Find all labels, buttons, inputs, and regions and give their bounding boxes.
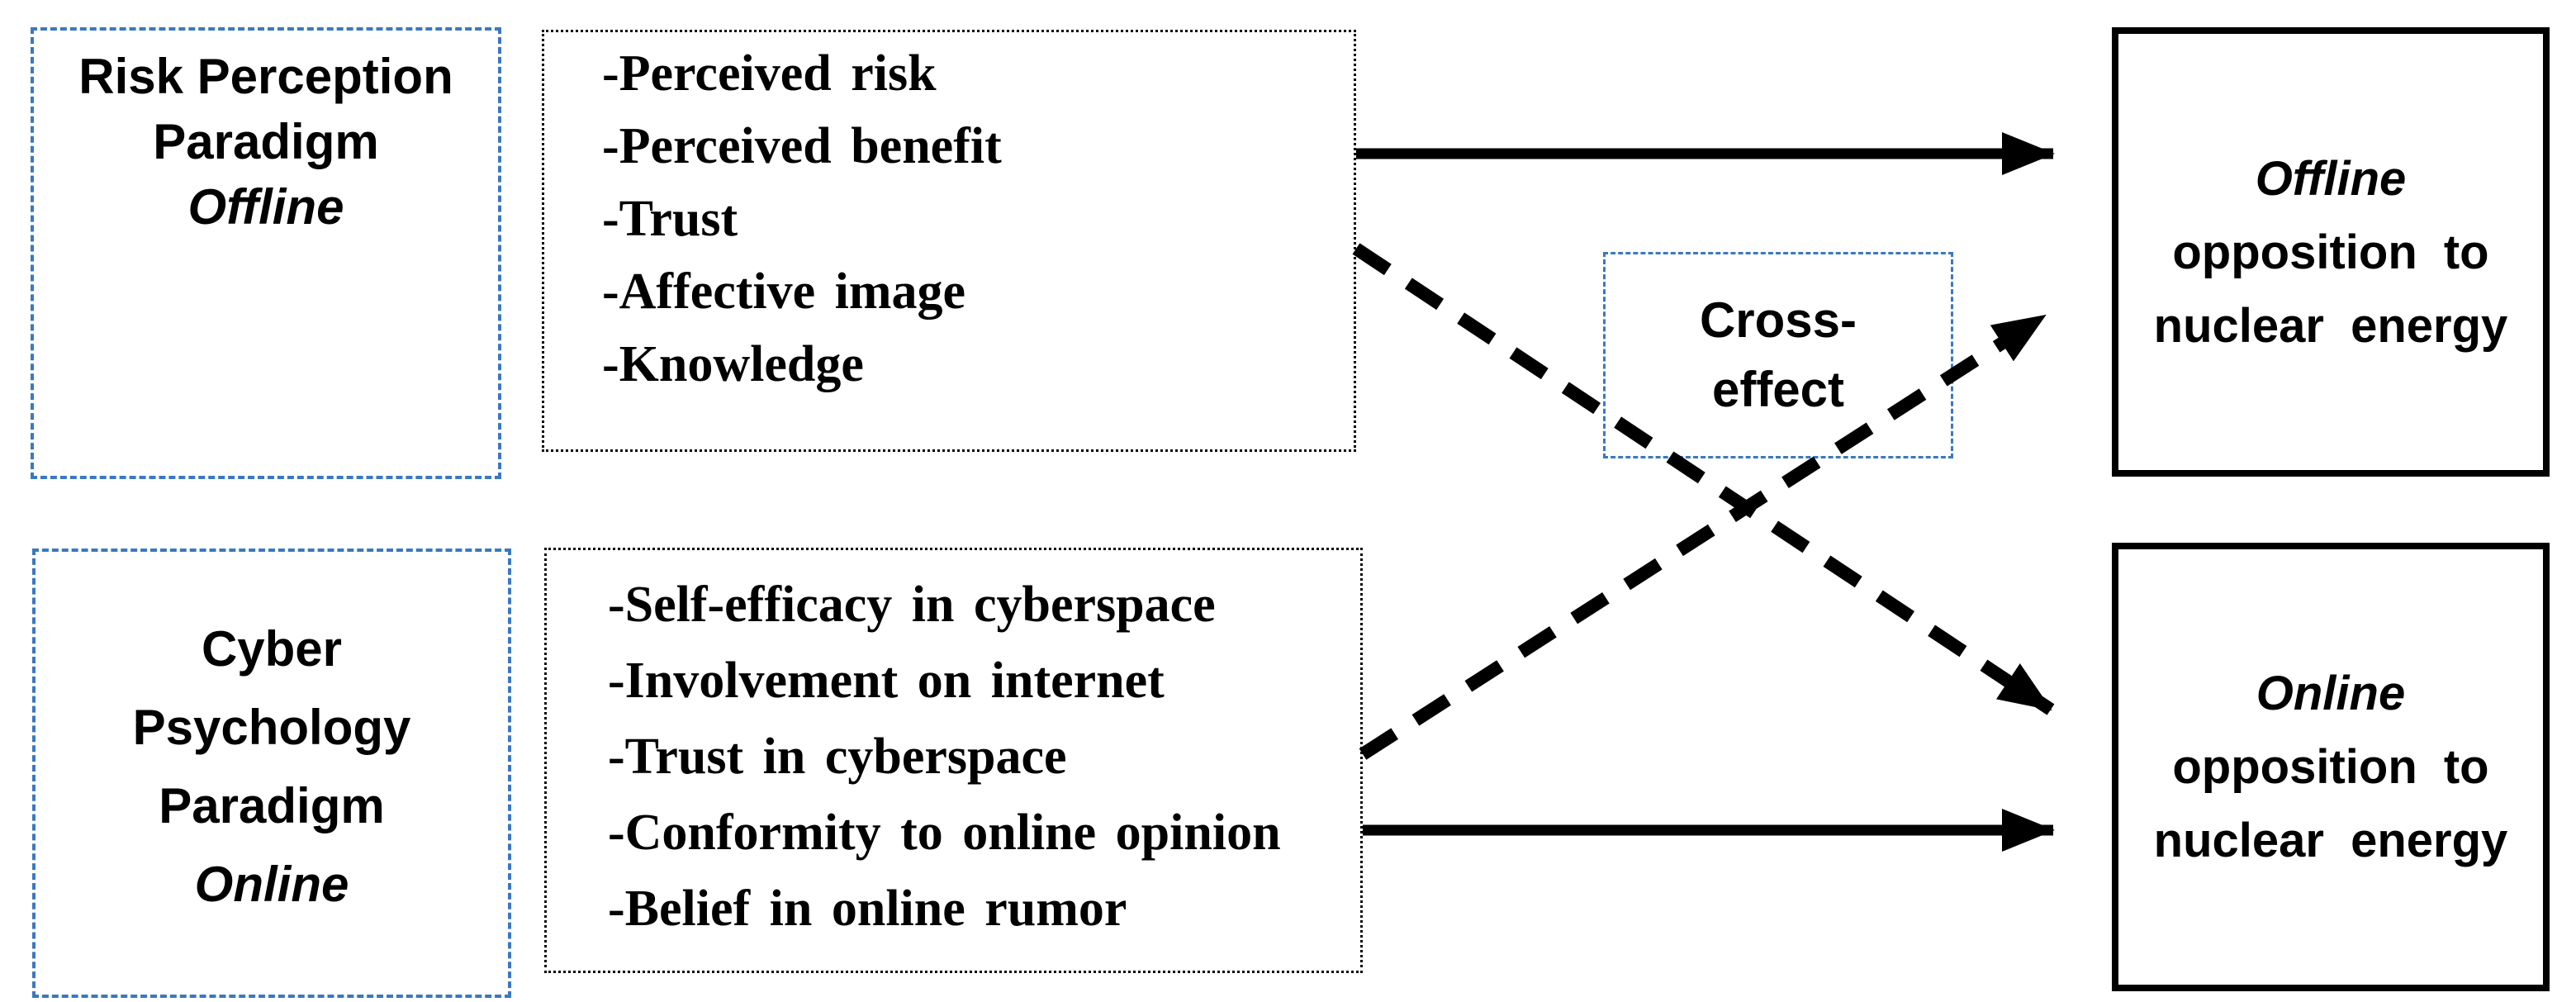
factor-list-item: -Conformity to online opinion	[608, 805, 1281, 861]
offline-opposition-box: Offline opposition to nuclear energy	[2112, 27, 2550, 477]
online-outcome-line2: opposition to	[2172, 740, 2489, 794]
online-factors-box: -Self-efficacy in cyberspace -Involvement…	[544, 548, 1363, 973]
factor-list-item: -Perceived benefit	[602, 118, 1002, 174]
risk-paradigm-line1: Risk Perception	[78, 49, 453, 104]
cross-effect-line2: effect	[1711, 362, 1845, 417]
risk-paradigm-mode-label: Offline	[187, 179, 344, 235]
factor-list-item: -Trust	[602, 191, 738, 247]
cross-effect-box: Cross- effect	[1603, 252, 1953, 458]
cyber-psychology-paradigm-box: Cyber Psychology Paradigm Online	[32, 548, 511, 998]
risk-paradigm-line2: Paradigm	[153, 114, 379, 169]
factor-list-item: -Belief in online rumor	[608, 881, 1127, 937]
offline-factors-box: -Perceived risk -Perceived benefit -Trust -…	[542, 30, 1356, 452]
cyber-paradigm-mode-label: Online	[194, 857, 349, 912]
online-factors-list: -Self-efficacy in cyberspace -Involvement…	[608, 567, 1360, 947]
online-outcome-mode-label: Online	[2256, 667, 2406, 720]
factor-list-item: -Trust in cyberspace	[608, 729, 1067, 785]
online-outcome-line3: nuclear energy	[2153, 814, 2508, 867]
offline-outcome-mode-label: Offline	[2255, 151, 2407, 206]
cyber-paradigm-line1: Cyber	[201, 621, 343, 677]
factor-list-item: -Affective image	[602, 264, 966, 320]
cyber-paradigm-line2: Psychology	[132, 700, 411, 755]
cyber-paradigm-line3: Paradigm	[159, 778, 385, 833]
factor-list-item: -Self-efficacy in cyberspace	[608, 577, 1216, 633]
risk-perception-paradigm-box: Risk Perception Paradigm Offline	[31, 27, 501, 479]
offline-outcome-line3: nuclear energy	[2153, 298, 2508, 353]
factor-list-item: -Perceived risk	[602, 45, 937, 102]
online-opposition-box: Online opposition to nuclear energy	[2112, 543, 2550, 991]
cross-effect-line1: Cross-	[1699, 292, 1857, 348]
offline-outcome-line2: opposition to	[2172, 225, 2489, 279]
factor-list-item: -Involvement on internet	[608, 653, 1165, 709]
factor-list-item: -Knowledge	[602, 336, 864, 392]
offline-factors-list: -Perceived risk -Perceived benefit -Trust -…	[602, 37, 1354, 401]
